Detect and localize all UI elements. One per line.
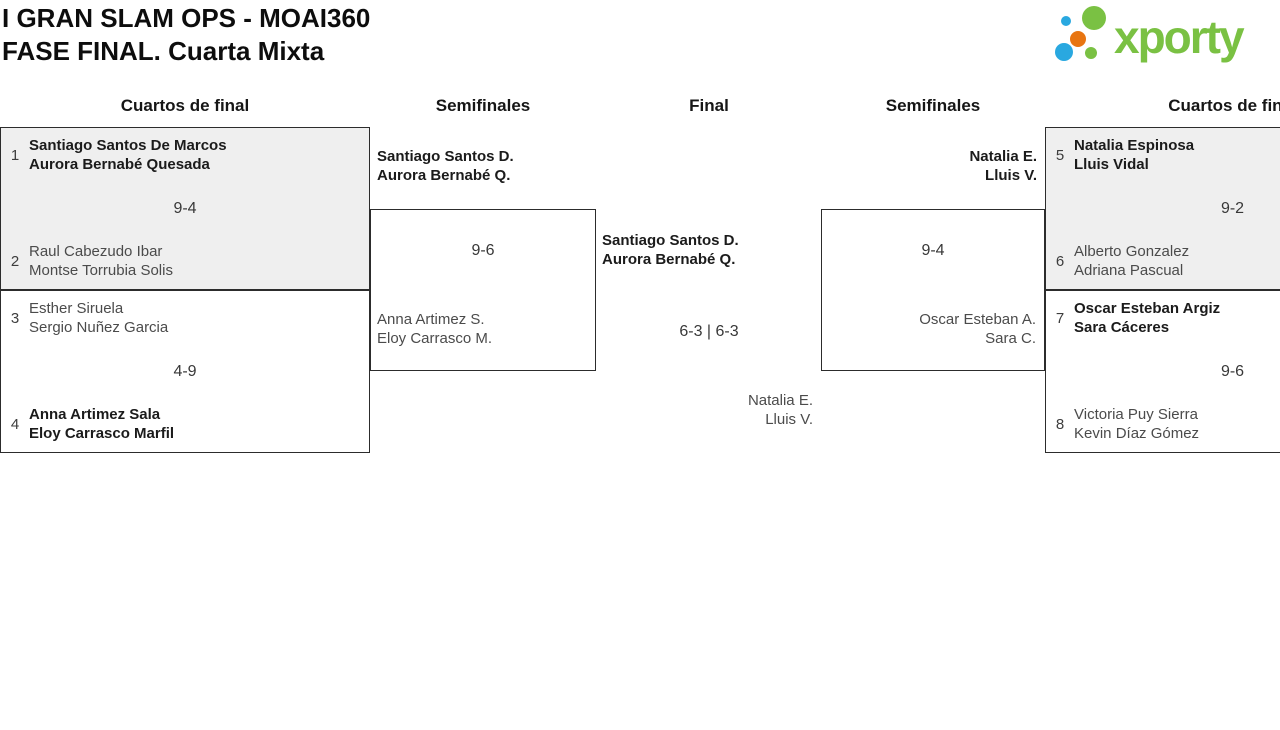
match-score: 9-4 [173,199,197,217]
round-header-cuartos-left: Cuartos de final [120,96,250,115]
match-score: 9-6 [1220,362,1245,380]
team-pair: 7 Oscar Esteban Argiz Sara Cáceres [1046,299,1280,337]
team-name: Natalia Espinosa [1074,137,1195,154]
team-name: Sara Cáceres [1074,319,1170,336]
team-pair: 8 Victoria Puy Sierra Kevin Díaz Gómez [1046,405,1280,443]
team-name: Santiago Santos D. [602,232,739,249]
team-name: Aurora Bernabé Q. [377,167,511,184]
team-name: Kevin Díaz Gómez [1074,425,1200,442]
final-winner: Santiago Santos D. Aurora Bernabé Q. [602,231,739,269]
team-name: Raul Cabezudo Ibar [29,243,163,260]
page-title: I GRAN SLAM OPS - MOAI360 FASE FINAL. Cu… [2,2,370,68]
team-pair: 4 Anna Artimez Sala Eloy Carrasco Marfil [1,405,369,443]
team-name: Natalia E. [969,148,1037,165]
xporty-logo-icon[interactable] [1050,4,1112,68]
team-name: Aurora Bernabé Q. [602,251,736,268]
team-name: Santiago Santos De Marcos [29,137,227,154]
round-header-semis-left: Semifinales [435,96,531,115]
final-score: 6-3 | 6-3 [679,323,739,340]
match-qf-left-2[interactable]: 3 Esther Siruela Sergio Nuñez Garcia 4-9… [0,290,370,453]
sf-right-loser: Oscar Esteban A. Sara C. [822,310,1036,348]
team-name: Eloy Carrasco M. [377,330,493,347]
sf-left-winner: Santiago Santos D. Aurora Bernabé Q. [377,147,514,185]
logo-dots-icon [1055,6,1106,61]
match-score: 9-6 [471,242,495,259]
logo-text[interactable]: xporty [1114,11,1245,63]
team-name: Sara C. [985,330,1036,347]
sf-right-winner: Natalia E. Lluis V. [822,147,1037,185]
team-name: Esther Siruela [29,300,124,317]
seed-number: 7 [1055,309,1065,327]
seed-number: 5 [1055,146,1065,164]
team-name: Oscar Esteban A. [919,311,1036,328]
seed-number: 3 [10,309,20,327]
match-score: 9-2 [1220,199,1245,217]
team-pair: 5 Natalia Espinosa Lluis Vidal [1046,136,1280,174]
team-name: Lluis V. [765,411,813,428]
round-header-final: Final [689,96,729,115]
match-score: 9-4 [921,242,945,259]
team-name: Adriana Pascual [1074,262,1184,279]
seed-number: 1 [10,146,20,164]
team-name: Aurora Bernabé Quesada [29,156,210,173]
team-name: Natalia E. [747,392,813,409]
final-loser: Natalia E. Lluis V. [596,391,813,429]
seed-number: 6 [1055,252,1065,270]
team-pair: 1 Santiago Santos De Marcos Aurora Berna… [1,136,369,174]
sf-left-loser: Anna Artimez S. Eloy Carrasco M. [377,310,492,348]
team-name: Montse Torrubia Solis [29,262,173,279]
team-pair: 3 Esther Siruela Sergio Nuñez Garcia [1,299,369,337]
tournament-name: I GRAN SLAM OPS - MOAI360 [2,3,371,33]
team-pair: 2 Raul Cabezudo Ibar Montse Torrubia Sol… [1,242,369,280]
team-name: Victoria Puy Sierra [1074,406,1198,423]
team-name: Lluis V. [985,167,1037,184]
match-sf-right[interactable]: 9-4 Oscar Esteban A. Sara C. [821,209,1045,371]
team-name: Alberto Gonzalez [1074,243,1190,260]
match-score: 4-9 [173,362,197,380]
team-name: Anna Artimez Sala [29,406,161,423]
round-header-cuartos-right: Cuartos de final [1168,96,1280,115]
phase-name: FASE FINAL. Cuarta Mixta [2,36,325,66]
match-sf-left[interactable]: 9-6 Anna Artimez S. Eloy Carrasco M. [370,209,596,371]
match-qf-right-1[interactable]: 5 Natalia Espinosa Lluis Vidal 9-2 6 Alb… [1045,127,1280,290]
round-header-semis-right: Semifinales [885,96,981,115]
team-pair: 6 Alberto Gonzalez Adriana Pascual [1046,242,1280,280]
team-name: Santiago Santos D. [377,148,514,165]
team-name: Sergio Nuñez Garcia [29,319,169,336]
match-qf-left-1[interactable]: 1 Santiago Santos De Marcos Aurora Berna… [0,127,370,290]
team-name: Eloy Carrasco Marfil [29,425,175,442]
seed-number: 2 [10,252,20,270]
team-name: Anna Artimez S. [377,311,485,328]
match-qf-right-2[interactable]: 7 Oscar Esteban Argiz Sara Cáceres 9-6 8… [1045,290,1280,453]
seed-number: 4 [10,415,20,433]
team-name: Lluis Vidal [1074,156,1149,173]
team-name: Oscar Esteban Argiz [1074,300,1221,317]
seed-number: 8 [1055,415,1065,433]
